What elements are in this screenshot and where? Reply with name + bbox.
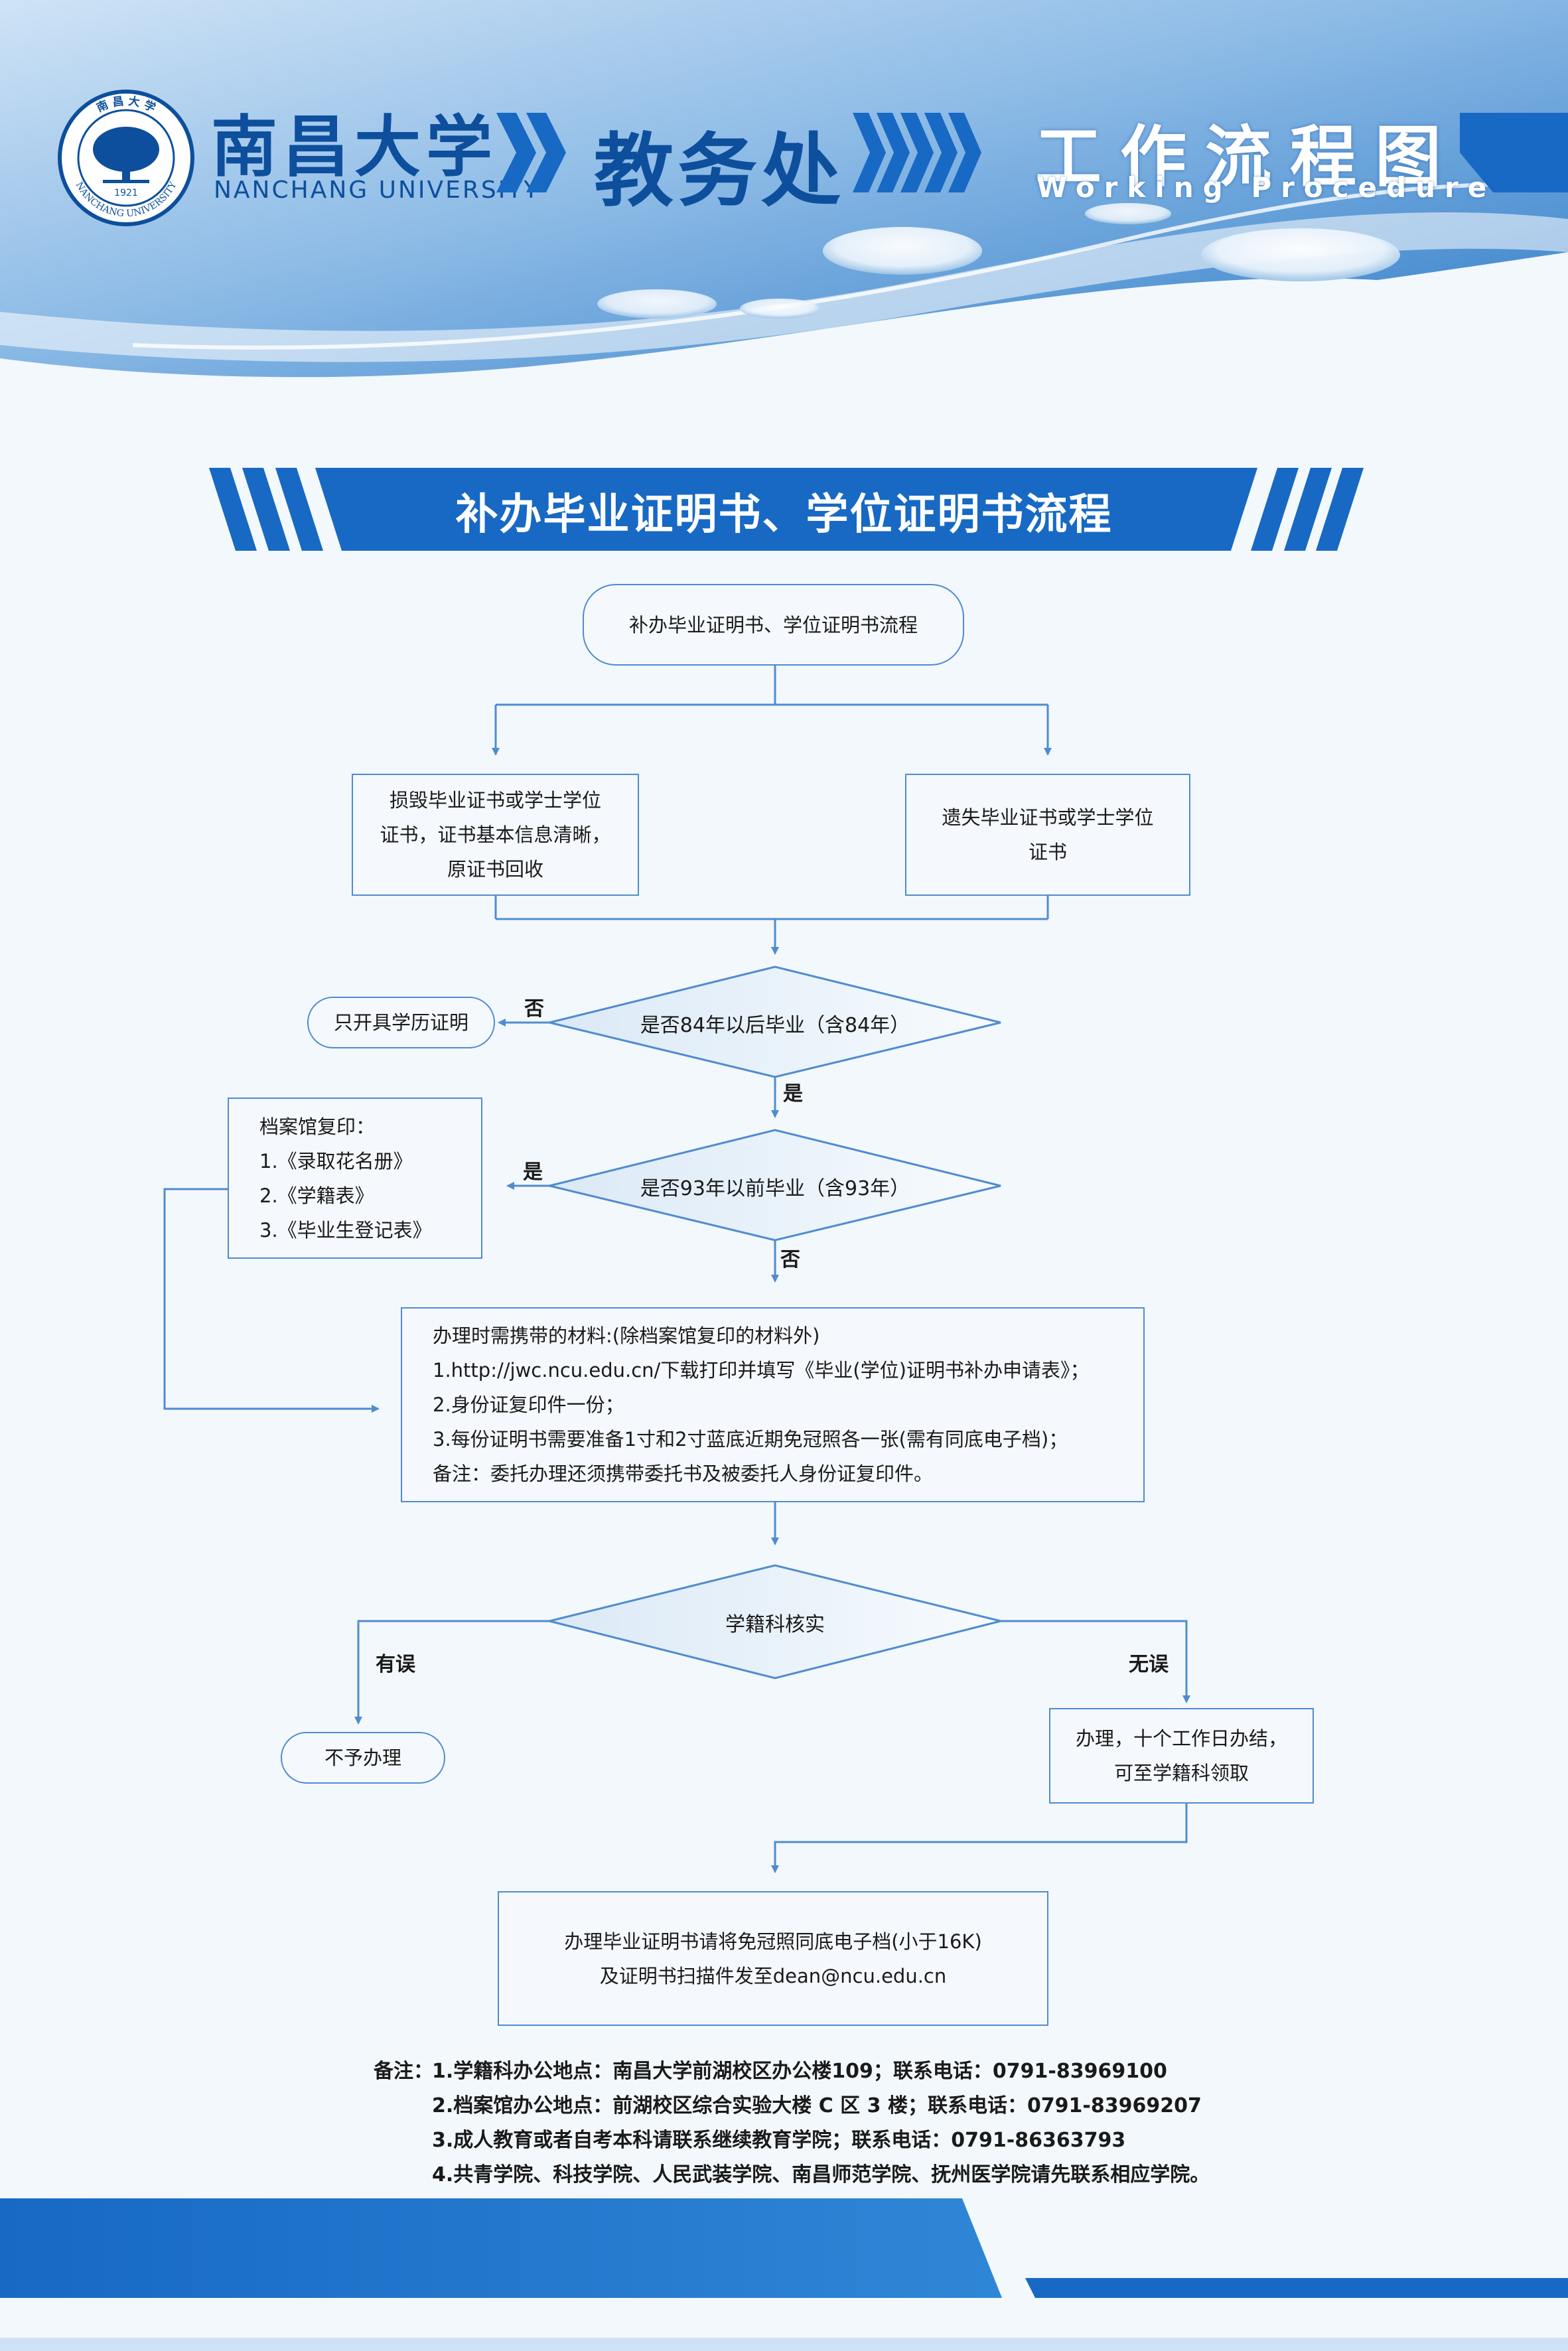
university-name-en: NANCHANG UNIVERSITY [214, 177, 541, 204]
lost-line: 证书 [1028, 841, 1067, 863]
damaged-line: 原证书回收 [447, 858, 543, 881]
processing-line: 可至学籍科领取 [1113, 1762, 1249, 1784]
flow-start: 补办毕业证明书、学位证明书流程 [583, 584, 964, 666]
archive-line: 档案馆复印： [259, 1115, 376, 1138]
decision-verify-label: 学籍科核实 [725, 1613, 825, 1636]
note-item: 3.成人教育或者自考本科请联系继续教育学院；联系电话：0791-86363793 [432, 2129, 1126, 2152]
education-proof-only-box: 只开具学历证明 [307, 997, 495, 1048]
note-item: 4.共青学院、科技学院、人民武装学院、南昌师范学院、抚州医学院请先联系相应学院。 [432, 2163, 1210, 2186]
water-drop [1085, 203, 1171, 224]
archive-copy-box: 档案馆复印： 1.《录取花名册》 2.《学籍表》 3.《毕业生登记表》 [228, 1098, 482, 1259]
decision-diamond-84 [549, 965, 1001, 1078]
university-seal-logo: 南 昌 大 学 NANCHANG UNIVERSITY 1921 [58, 90, 194, 226]
footer-decoration [0, 2198, 1568, 2351]
seal-year: 1921 [114, 188, 138, 198]
chevron-arrows-icon [496, 113, 566, 192]
damaged-certificate-box: 损毁毕业证书或学士学位 证书，证书基本信息清晰， 原证书回收 [352, 774, 639, 896]
department-name: 教务处 [594, 125, 845, 218]
materials-line: 3.每份证明书需要准备1寸和2寸蓝底近期免冠照各一张(需有同底电子档)； [433, 1428, 1068, 1451]
decision-93-yes-label: 是 [523, 1161, 543, 1184]
decision-84-label: 是否84年以后毕业（含84年） [640, 1014, 910, 1037]
processing-box: 办理，十个工作日办结， 可至学籍科领取 [1049, 1708, 1314, 1804]
header: 南 昌 大 学 NANCHANG UNIVERSITY 1921 南昌大学 NA… [0, 0, 1568, 398]
materials-line: 1.http://jwc.ncu.edu.cn/下载打印并填写《毕业(学位)证明… [433, 1359, 1090, 1382]
water-drop [740, 299, 820, 319]
lost-line: 遗失毕业证书或学士学位 [942, 806, 1154, 829]
water-drop [823, 227, 982, 275]
title-banner [209, 468, 1364, 551]
materials-line: 办理时需携带的材料:(除档案馆复印的材料外) [433, 1324, 820, 1347]
header-background [0, 0, 1568, 398]
note-item: 1.学籍科办公地点：南昌大学前湖校区办公楼109；联系电话：0791-83969… [432, 2060, 1167, 2083]
procedure-title-en: Working Procedure [1036, 171, 1496, 204]
procedure-title-cn: 工作流程图 [1035, 118, 1460, 196]
archive-line: 1.《录取花名册》 [259, 1149, 413, 1173]
damaged-line: 证书，证书基本信息清晰， [380, 823, 611, 846]
decision-93-no-label: 否 [780, 1248, 800, 1271]
decision-diamond-verify [549, 1564, 1001, 1679]
required-materials-box: 办理时需携带的材料:(除档案馆复印的材料外) 1.http://jwc.ncu.… [401, 1307, 1145, 1502]
processing-line: 办理，十个工作日办结， [1075, 1727, 1287, 1750]
reject-box: 不予办理 [281, 1732, 445, 1784]
damaged-line: 损毁毕业证书或学士学位 [389, 789, 601, 812]
final-line: 及证明书扫描件发至dean@ncu.edu.cn [599, 1964, 947, 1987]
lost-certificate-box: 遗失毕业证书或学士学位 证书 [905, 774, 1190, 896]
chevron-arrows-icon [853, 113, 981, 192]
notes-list: 1.学籍科办公地点：南昌大学前湖校区办公楼109；联系电话：0791-83969… [432, 2054, 1210, 2192]
materials-line: 2.身份证复印件一份； [433, 1393, 624, 1416]
decision-diamond-93 [549, 1129, 1001, 1242]
decision-93-label: 是否93年以前毕业（含93年） [640, 1177, 910, 1200]
decision-verify-error-label: 有误 [376, 1653, 415, 1676]
decision-verify-ok-label: 无误 [1129, 1653, 1169, 1676]
page-title: 补办毕业证明书、学位证明书流程 [455, 490, 1113, 539]
materials-line: 备注：委托办理还须携带委托书及被委托人身份证复印件。 [433, 1462, 934, 1485]
archive-line: 2.《学籍表》 [259, 1184, 374, 1207]
notes-prefix: 备注： [374, 2060, 433, 2083]
final-submission-box: 办理毕业证明书请将免冠照同底电子档(小于16K) 及证明书扫描件发至dean@n… [498, 1891, 1048, 2026]
university-name-cn: 南昌大学 [211, 107, 498, 186]
final-line: 办理毕业证明书请将免冠照同底电子档(小于16K) [564, 1930, 982, 1953]
water-drop [597, 289, 717, 319]
decision-84-yes-label: 是 [783, 1082, 803, 1105]
archive-line: 3.《毕业生登记表》 [259, 1218, 432, 1242]
water-drop [1201, 228, 1400, 281]
decision-84-no-label: 否 [524, 997, 544, 1021]
note-item: 2.档案馆办公地点：前湖校区综合实验大楼 C 区 3 楼；联系电话：0791-8… [432, 2094, 1202, 2117]
